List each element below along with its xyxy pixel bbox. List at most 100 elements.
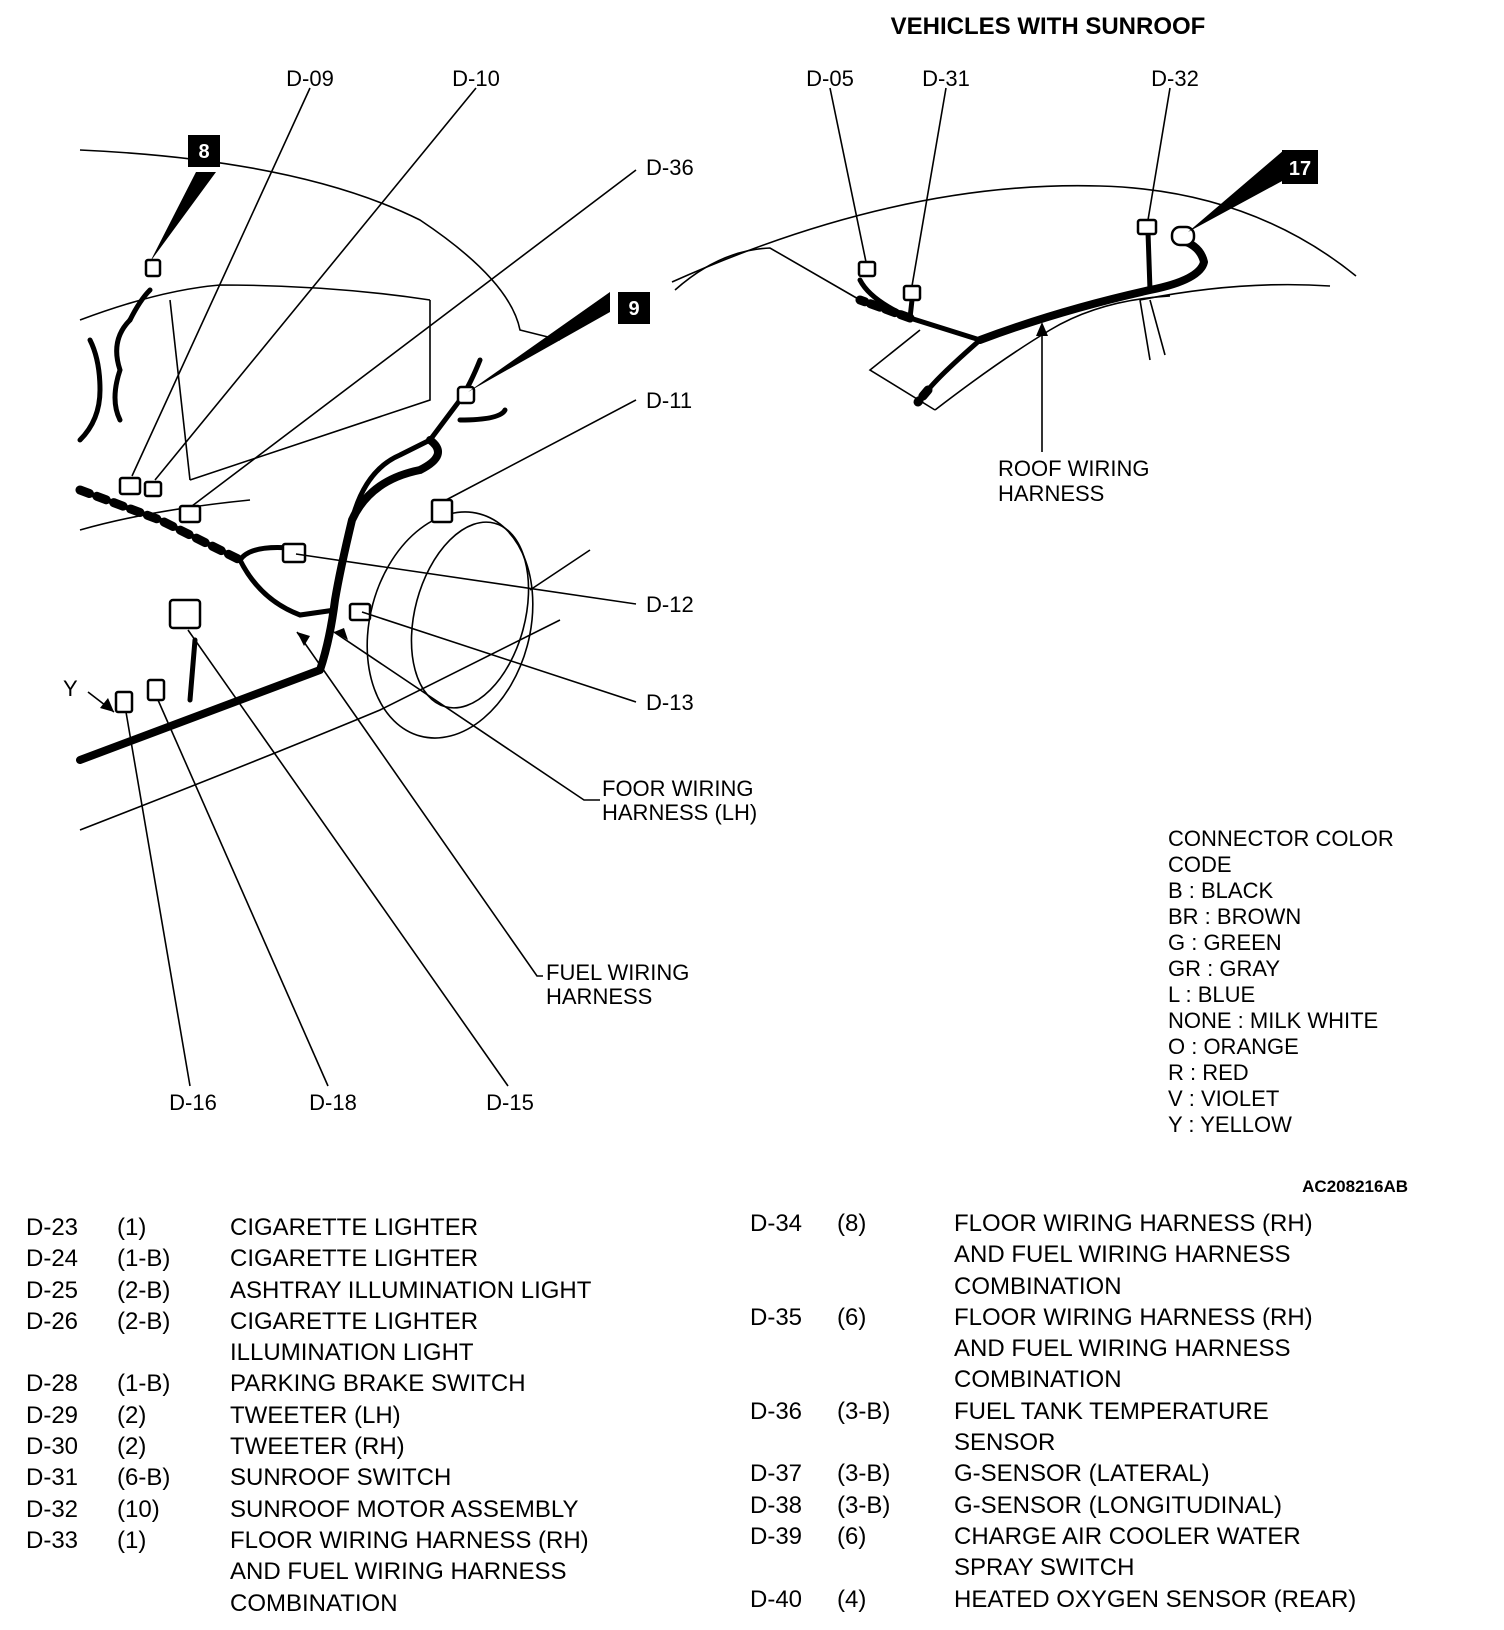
connector-description: TWEETER (RH) — [230, 1433, 405, 1461]
connector-list-row: D-36 (3-B) FUEL TANK TEMPERATURE SENSOR — [750, 1396, 1450, 1459]
connector-description: TWEETER (LH) — [230, 1401, 401, 1429]
connector-description: FLOOR WIRING HARNESS (RH) — [954, 1303, 1313, 1331]
label-d18: D-18 — [309, 1090, 357, 1115]
connector-id: D-28 — [26, 1370, 79, 1398]
connector-id: D-31 — [26, 1464, 79, 1492]
legend-title-1: CONNECTOR COLOR — [1168, 826, 1394, 851]
legend-entry: BR : BROWN — [1168, 904, 1302, 929]
legend-entry: G : GREEN — [1168, 930, 1282, 955]
badge-9: 9 — [468, 292, 650, 392]
label-d13: D-13 — [646, 690, 694, 715]
connector-list-row: D-24 (1-B) CIGARETTE LIGHTER — [26, 1243, 676, 1274]
connector-pins: (6) — [837, 1522, 867, 1550]
connector-description: SENSOR — [954, 1429, 1056, 1457]
connector-description: COMBINATION — [954, 1366, 1122, 1394]
legend-entry: L : BLUE — [1168, 982, 1256, 1007]
connector-id: D-39 — [750, 1522, 803, 1550]
diagram-title: VEHICLES WITH SUNROOF — [891, 13, 1206, 40]
connector-id: D-24 — [26, 1245, 79, 1273]
connector-list-row: D-25 (2-B) ASHTRAY ILLUMINATION LIGHT — [26, 1275, 676, 1306]
connector-description: ILLUMINATION LIGHT — [230, 1339, 474, 1367]
connector-id: D-30 — [26, 1433, 79, 1461]
connector-pins: (10) — [117, 1495, 160, 1523]
floor-harness-label-1: FOOR WIRING — [602, 776, 754, 801]
connector-id: D-34 — [750, 1210, 803, 1237]
connector-pins: (6) — [837, 1303, 867, 1331]
label-d36: D-36 — [646, 155, 694, 180]
connector-description: G-SENSOR (LATERAL) — [954, 1460, 1210, 1488]
connector-description: COMBINATION — [230, 1589, 398, 1617]
legend-entry: GR : GRAY — [1168, 956, 1281, 981]
connector-description: CIGARETTE LIGHTER — [230, 1245, 479, 1273]
connector-description: CIGARETTE LIGHTER — [230, 1214, 479, 1241]
connector-description: FLOOR WIRING HARNESS (RH) — [954, 1210, 1313, 1237]
connector-pins: (1-B) — [117, 1370, 171, 1398]
connector-description: FUEL TANK TEMPERATURE — [954, 1397, 1269, 1425]
connector-list-row: D-34(8)FLOOR WIRING HARNESS (RH)AND FUEL… — [750, 1208, 1450, 1302]
connector-pins: (3-B) — [837, 1460, 891, 1488]
badge-17-text: 17 — [1289, 158, 1311, 180]
connector-id: D-36 — [750, 1397, 803, 1425]
connector-description: COMBINATION — [954, 1272, 1122, 1300]
connector-list-right: D-34(8)FLOOR WIRING HARNESS (RH)AND FUEL… — [750, 1208, 1450, 1615]
badge-17: 17 — [1188, 150, 1318, 232]
wiring-diagram: VEHICLES WITH SUNROOF — [63, 13, 1408, 1196]
connector-pins: (1-B) — [117, 1245, 171, 1273]
connector-pins: (1) — [117, 1526, 147, 1554]
connector-id: D-25 — [26, 1276, 79, 1304]
connector-id: D-33 — [26, 1526, 79, 1554]
connector-description: ASHTRAY ILLUMINATION LIGHT — [230, 1276, 592, 1304]
label-d32: D-32 — [1151, 66, 1199, 91]
connector-id: D-35 — [750, 1303, 803, 1331]
connector-id: D-38 — [750, 1491, 803, 1519]
label-d05: D-05 — [806, 66, 854, 91]
legend-title-2: CODE — [1168, 852, 1232, 877]
connector-description: PARKING BRAKE SWITCH — [230, 1370, 526, 1398]
label-d11: D-11 — [646, 388, 692, 413]
connector-description: AND FUEL WIRING HARNESS — [954, 1335, 1291, 1363]
connector-id: D-23 — [26, 1214, 79, 1241]
connector-id: D-29 — [26, 1401, 79, 1429]
connector-pins: (2) — [117, 1433, 147, 1461]
leader-lines-roof — [829, 87, 1171, 452]
connector-list-left: D-23 (1) CIGARETTE LIGHTER D-24 (1-B) CIGARET… — [26, 1212, 676, 1619]
connector-pins: (6-B) — [117, 1464, 171, 1492]
legend-entry: NONE : MILK WHITE — [1168, 1008, 1379, 1033]
label-d09: D-09 — [286, 66, 334, 91]
connector-pins: (2-B) — [117, 1307, 171, 1335]
legend-entry: R : RED — [1168, 1060, 1249, 1085]
connector-list-row: D-33(1)FLOOR WIRING HARNESS (RH)AND FUEL… — [26, 1525, 676, 1619]
connector-list-row: D-32(10)SUNROOF MOTOR ASSEMBLY — [26, 1494, 676, 1525]
label-d15: D-15 — [486, 1090, 534, 1115]
roof-harness-label-1: ROOF WIRING — [998, 456, 1150, 481]
connector-pins: (1) — [117, 1214, 147, 1241]
connector-pins: (3-B) — [837, 1397, 891, 1425]
connector-description: CHARGE AIR COOLER WATER — [954, 1522, 1301, 1550]
connector-shapes-left — [114, 258, 476, 714]
badge-8: 8 — [150, 135, 220, 262]
connector-color-legend: CONNECTOR COLOR CODE B : BLACK BR : BROW… — [1168, 826, 1468, 1138]
fuel-harness-label-1: FUEL WIRING — [546, 960, 689, 985]
connector-list-row: D-37(3-B)G-SENSOR (LATERAL) — [750, 1458, 1450, 1489]
label-d31: D-31 — [922, 66, 970, 91]
connector-list-row: D-28 (1-B) PARKING BRAKE SWITCH — [26, 1368, 676, 1399]
legend-entry: O : ORANGE — [1168, 1034, 1299, 1059]
label-d10: D-10 — [452, 66, 500, 91]
roof-harness-label-2: HARNESS — [998, 481, 1104, 506]
connector-description: AND FUEL WIRING HARNESS — [230, 1558, 567, 1586]
connector-pins: (3-B) — [837, 1491, 891, 1519]
connector-list-row: D-31(6-B)SUNROOF SWITCH — [26, 1462, 676, 1493]
connector-list-row: D-29(2)TWEETER (LH) — [26, 1400, 676, 1431]
connector-list-row: D-23 (1) CIGARETTE LIGHTER — [26, 1212, 676, 1243]
legend-entry: B : BLACK — [1168, 878, 1274, 903]
leader-lines-left — [87, 87, 637, 1087]
legend-entry: V : VIOLET — [1168, 1086, 1280, 1111]
connector-pins: (2-B) — [117, 1276, 171, 1304]
floor-harness-graphic — [75, 287, 508, 764]
connector-pins: (4) — [837, 1585, 867, 1613]
connector-id: D-40 — [750, 1585, 803, 1613]
connector-description: AND FUEL WIRING HARNESS — [954, 1241, 1291, 1269]
label-d16: D-16 — [169, 1090, 217, 1115]
